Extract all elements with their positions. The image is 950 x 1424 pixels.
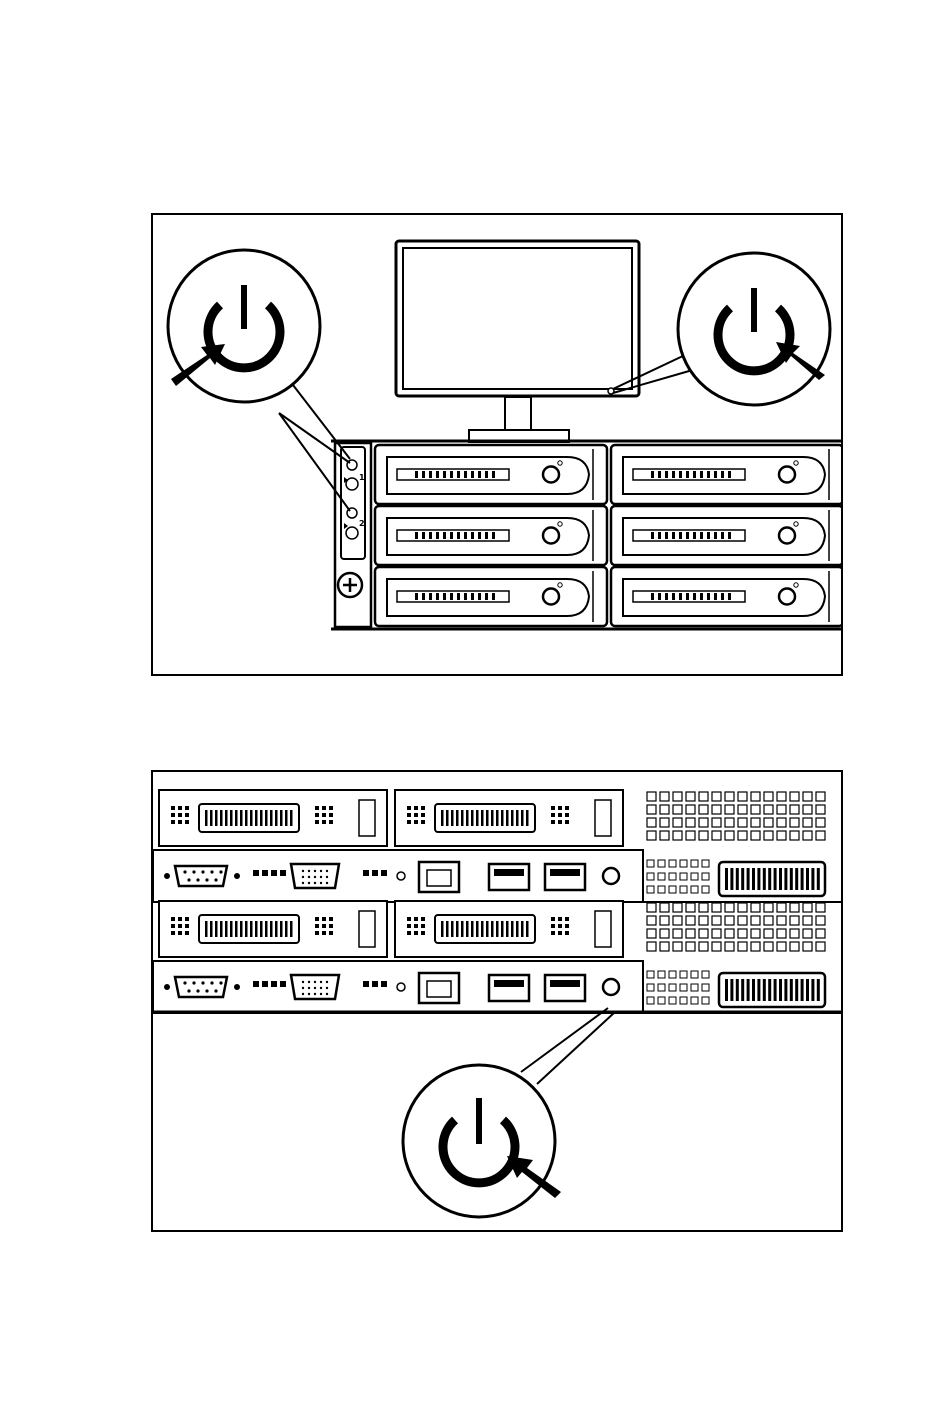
server-chassis: 1 2 xyxy=(331,441,841,629)
usb-port[interactable] xyxy=(489,975,529,1001)
serial-port[interactable] xyxy=(175,977,227,997)
serial-port[interactable] xyxy=(175,866,227,886)
rear-node xyxy=(153,790,841,902)
expansion-slot xyxy=(159,901,387,957)
callout-leader xyxy=(521,1008,615,1084)
drive-release-button[interactable] xyxy=(779,589,795,605)
power-callout-rear xyxy=(403,1065,561,1217)
node-power-button[interactable] xyxy=(603,979,619,995)
drive-bay[interactable] xyxy=(611,567,841,626)
rear-view-figure xyxy=(151,770,843,1232)
drive-release-button[interactable] xyxy=(779,467,795,483)
rear-view-drawing xyxy=(153,772,841,1230)
front-view-figure: 1 2 xyxy=(151,213,843,676)
expansion-slot xyxy=(395,901,623,957)
expansion-slot xyxy=(159,790,387,846)
control-panel-label-1: 1 xyxy=(359,473,365,482)
expansion-slot xyxy=(395,790,623,846)
control-panel-label-2: 2 xyxy=(359,519,365,528)
vent-grid xyxy=(647,792,825,840)
drive-bay[interactable] xyxy=(375,567,607,626)
vent-grid xyxy=(647,903,825,951)
drive-bays xyxy=(375,445,841,626)
drive-bay[interactable] xyxy=(375,506,607,565)
power-callout-left xyxy=(168,250,320,402)
usb-port[interactable] xyxy=(489,864,529,890)
interconnect-port[interactable] xyxy=(719,973,825,1007)
rear-nodes xyxy=(153,790,841,1013)
front-view-drawing: 1 2 xyxy=(153,215,841,674)
rear-node xyxy=(153,901,841,1013)
usb-port[interactable] xyxy=(545,975,585,1001)
io-panel xyxy=(153,961,841,1013)
power-callout-right xyxy=(678,253,830,405)
drive-bay[interactable] xyxy=(611,445,841,504)
drive-bay[interactable] xyxy=(611,506,841,565)
interconnect-port[interactable] xyxy=(719,862,825,896)
monitor xyxy=(396,241,639,442)
node-power-button[interactable] xyxy=(603,868,619,884)
drive-release-button[interactable] xyxy=(543,589,559,605)
drive-release-button[interactable] xyxy=(543,528,559,544)
io-panel xyxy=(153,850,841,902)
drive-bay[interactable] xyxy=(375,445,607,504)
usb-port[interactable] xyxy=(545,864,585,890)
drive-release-button[interactable] xyxy=(779,528,795,544)
drive-release-button[interactable] xyxy=(543,467,559,483)
